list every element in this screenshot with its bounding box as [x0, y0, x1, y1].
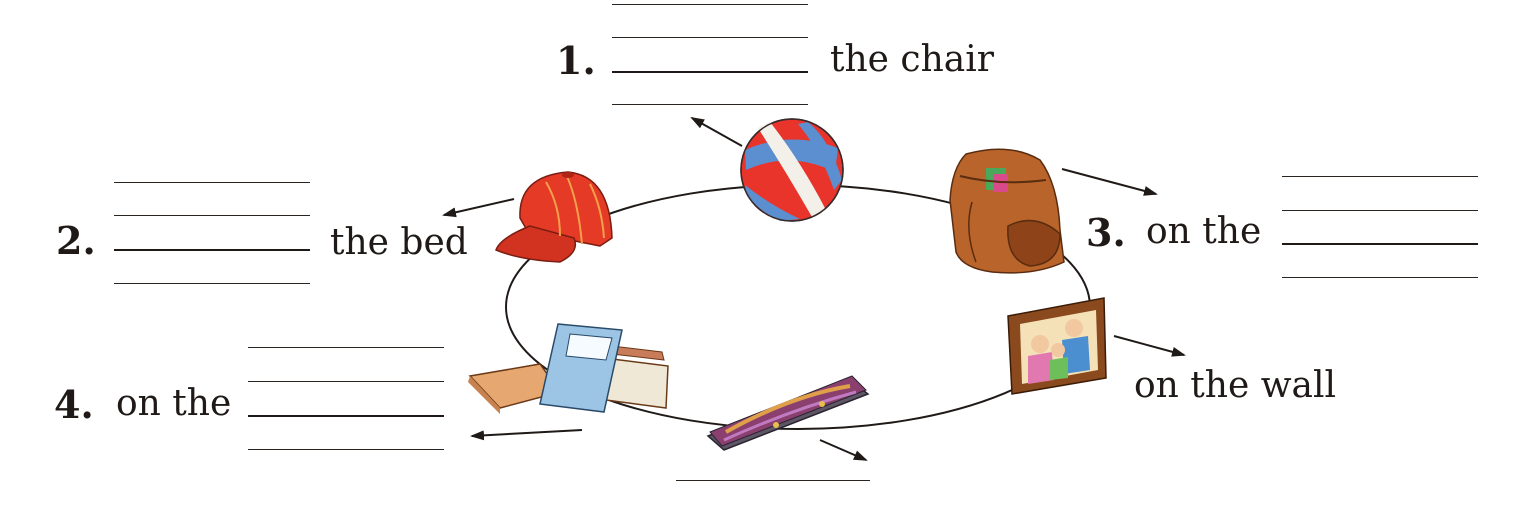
item-3-guide-top: [1282, 176, 1478, 177]
item-4-number: 4.: [54, 382, 94, 427]
arrow-ball: [690, 117, 743, 147]
arrow-backpack: [1061, 168, 1158, 196]
item-1-phrase: the chair: [830, 39, 994, 80]
item-4-guide-bottom: [248, 449, 444, 450]
arrow-books: [470, 429, 583, 441]
item-1-answer-blank[interactable]: [612, 71, 808, 73]
item-1-guide-bottom: [612, 104, 808, 105]
books-icon: [468, 323, 669, 414]
arrow-pencil-box: [819, 439, 868, 461]
item-3-number: 3.: [1086, 210, 1126, 255]
pencil-box-answer-line[interactable]: [676, 480, 870, 481]
item-2-phrase: the bed: [330, 222, 468, 263]
item-1-guide-mid: [612, 37, 808, 38]
ball-icon: [740, 118, 844, 222]
backpack-icon: [949, 148, 1065, 274]
item-3-guide-bottom: [1282, 277, 1478, 278]
item-3-guide-mid: [1282, 210, 1478, 211]
item-4-guide-mid: [248, 381, 444, 382]
example-phrase: on the wall: [1134, 365, 1337, 406]
item-4-answer-blank[interactable]: [248, 415, 444, 417]
item-4-phrase: on the: [116, 383, 232, 424]
pencil-box-icon: [706, 375, 870, 451]
item-2-guide-mid: [114, 215, 310, 216]
arrow-cap: [442, 198, 515, 218]
cap-icon: [495, 171, 613, 263]
item-2-guide-bottom: [114, 283, 310, 284]
item-1-guide-top: [612, 4, 808, 5]
item-3-phrase: on the: [1146, 211, 1262, 252]
item-2-guide-top: [114, 182, 310, 183]
arrow-photo: [1113, 335, 1186, 357]
photo-frame-icon: [1007, 297, 1107, 395]
item-3-answer-blank[interactable]: [1282, 243, 1478, 245]
item-4-guide-top: [248, 347, 444, 348]
item-2-answer-blank[interactable]: [114, 249, 310, 251]
item-1-number: 1.: [556, 38, 596, 83]
item-2-number: 2.: [56, 218, 96, 263]
